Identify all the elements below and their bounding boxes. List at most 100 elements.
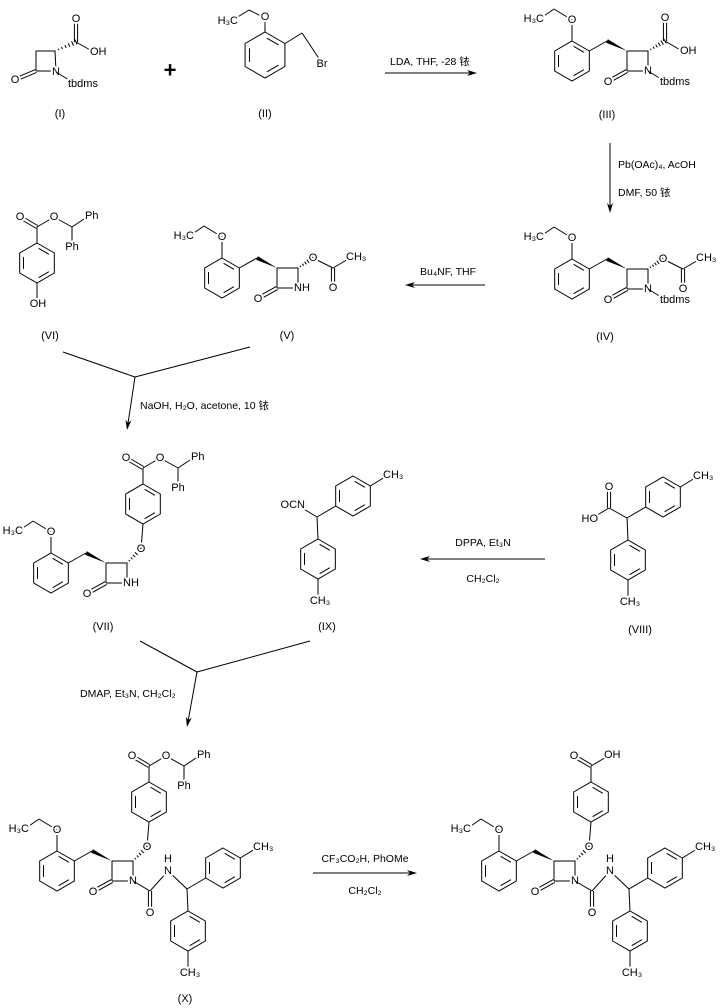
bond <box>591 870 611 892</box>
atom-label: H₃C <box>451 823 471 835</box>
bond <box>480 818 500 831</box>
atom-label: O <box>47 526 56 538</box>
atom-label: O <box>122 452 131 464</box>
bond <box>128 559 131 562</box>
reagent-step2-line2: DMF, 50 铱 <box>618 187 671 199</box>
bond <box>655 44 658 48</box>
bond <box>609 289 629 301</box>
atom-label: Ph <box>197 749 210 761</box>
bond <box>301 32 321 61</box>
bond <box>140 849 145 854</box>
atom-label: H₃C <box>174 230 194 242</box>
bond <box>36 216 55 228</box>
plus-sign: + <box>164 58 177 83</box>
bond <box>316 516 319 540</box>
benzene-ring <box>612 910 648 952</box>
atom-label: CH₃ <box>620 596 640 608</box>
bond <box>150 810 162 818</box>
bond <box>572 756 591 768</box>
atom-label: H₃C <box>524 13 544 25</box>
compound-label-VIII: (VIII) <box>628 624 652 636</box>
bond <box>354 504 366 512</box>
atom-label: O <box>156 452 165 464</box>
bond <box>58 879 70 887</box>
bond <box>53 216 73 228</box>
bond <box>370 476 386 487</box>
bond <box>593 507 610 518</box>
bond <box>609 870 630 890</box>
bond <box>584 847 589 852</box>
bond <box>223 262 235 270</box>
atom-label: O <box>83 588 92 600</box>
arrowhead <box>420 556 430 562</box>
bond <box>146 821 150 848</box>
bond <box>203 225 223 238</box>
benzene-ring <box>300 538 336 580</box>
compound-label-VII: (VII) <box>93 621 114 633</box>
atom-label: CH₃ <box>696 252 716 264</box>
bond <box>57 48 60 51</box>
bond <box>92 879 112 891</box>
atom-label: O <box>329 282 338 294</box>
bond <box>666 852 678 860</box>
atom-label: CH₃ <box>180 967 200 979</box>
bond <box>224 876 236 884</box>
bond <box>132 860 134 862</box>
atom-label: H₃C <box>3 525 23 537</box>
compound-label-II: (II) <box>258 108 271 120</box>
bond <box>74 850 93 862</box>
bond <box>190 225 205 236</box>
reagent-step7-line2: CH₂Cl₂ <box>348 885 381 897</box>
reaction-arrow <box>313 870 417 876</box>
bond <box>540 8 555 19</box>
reaction-arrow <box>420 556 545 562</box>
reagent-step3: Bu₄NF, THF <box>420 266 476 278</box>
atom-label: HO <box>582 513 599 525</box>
bond <box>652 46 655 49</box>
benzene-ring <box>204 257 240 299</box>
benzene-ring <box>610 539 646 581</box>
bond <box>680 477 696 488</box>
atom-label: Ph <box>85 210 98 222</box>
atom-label: O <box>72 13 81 25</box>
bond <box>588 821 592 848</box>
atom-label: O <box>605 481 614 493</box>
reagent-step5-line2: CH₂Cl₂ <box>466 573 499 585</box>
atom-label: H₃C <box>524 231 544 243</box>
bond <box>38 247 50 255</box>
atom-label: H₃C <box>218 15 238 27</box>
bond <box>626 506 646 519</box>
atom-label: O <box>531 886 540 898</box>
bond <box>467 818 482 829</box>
bond <box>592 786 604 794</box>
atom-label: O <box>679 283 688 295</box>
bond <box>248 9 266 19</box>
bond <box>626 517 629 541</box>
bond <box>608 507 628 519</box>
arrowhead <box>185 716 192 727</box>
atom-label: OH <box>680 45 697 57</box>
bond <box>664 505 676 513</box>
bond <box>165 755 185 767</box>
benzene-ring <box>125 483 161 525</box>
bond <box>654 262 657 266</box>
bond <box>266 37 279 46</box>
atom-label: O <box>661 12 670 24</box>
bond <box>139 640 198 673</box>
wedge-bond <box>256 256 277 268</box>
atom-label: O <box>585 841 594 853</box>
bond <box>177 457 194 469</box>
arrowhead <box>405 282 415 288</box>
benzene-ring <box>131 781 167 823</box>
benzene-ring <box>39 850 75 892</box>
bond <box>589 40 608 52</box>
bond <box>54 50 57 72</box>
arrowhead <box>125 419 132 430</box>
atom-label: O <box>162 750 171 762</box>
bond <box>52 581 64 589</box>
bond <box>224 852 236 860</box>
bond <box>16 69 36 78</box>
